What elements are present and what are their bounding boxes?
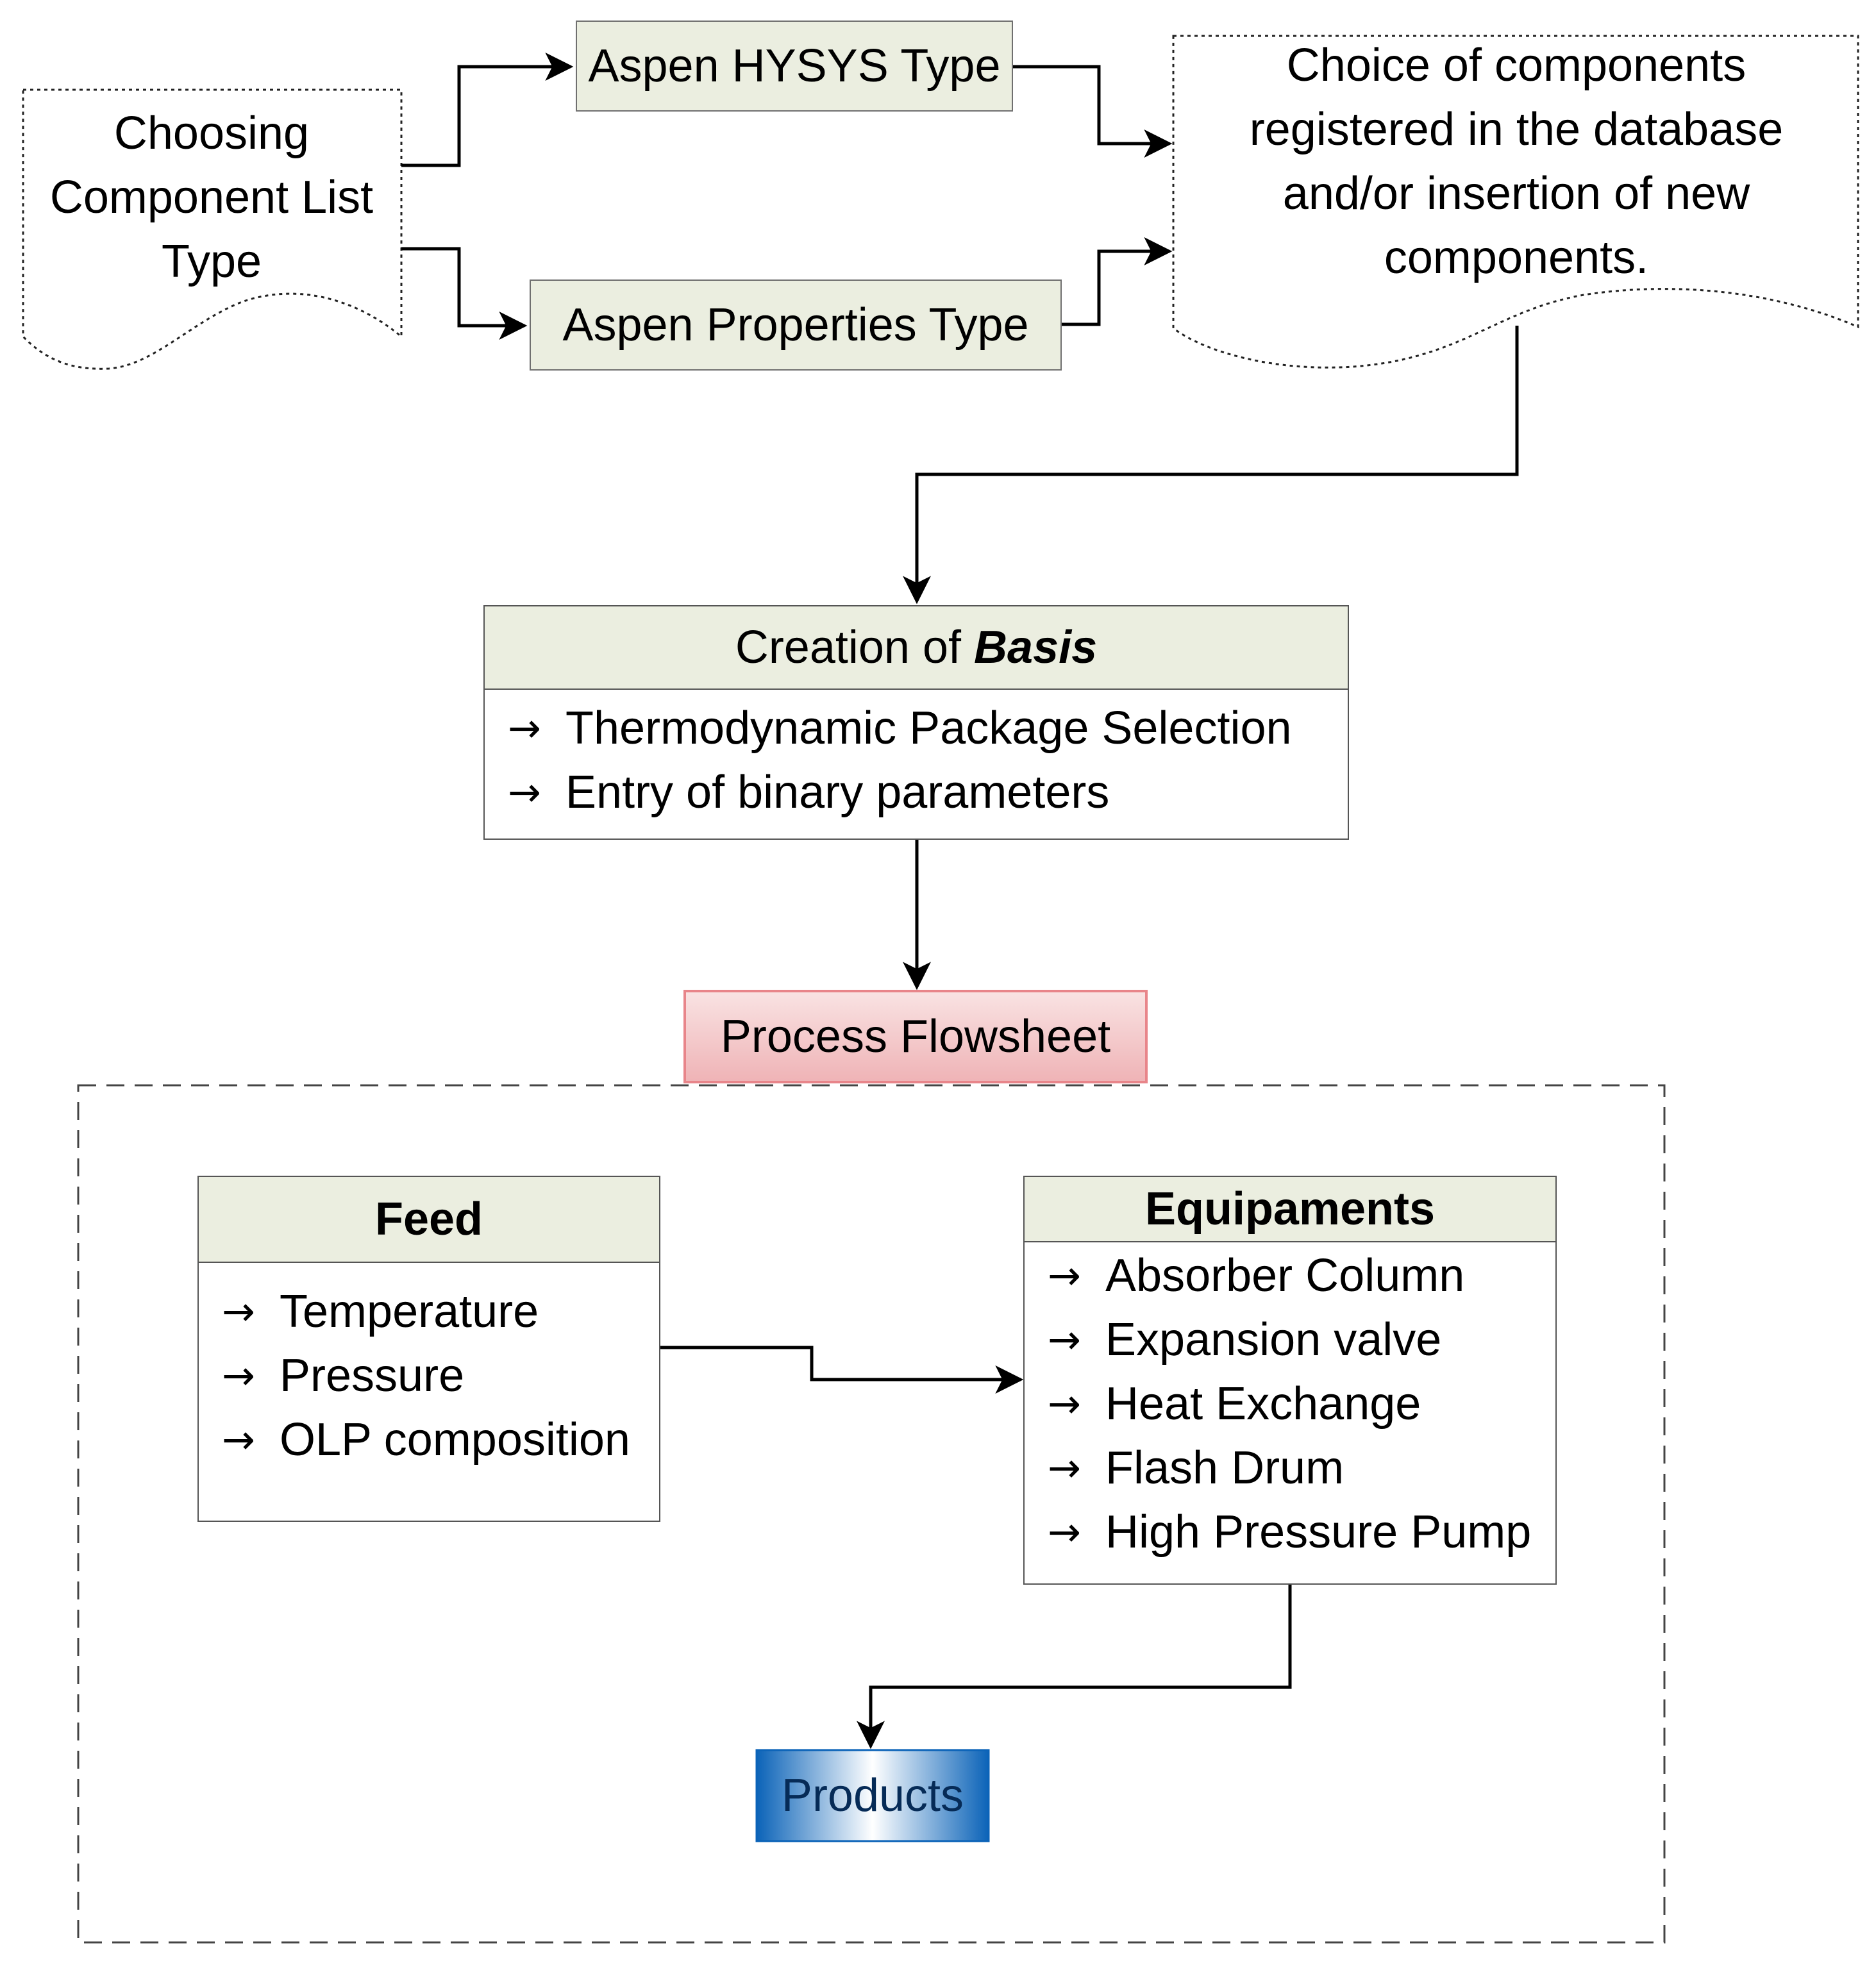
basis-title-prefix: Creation of	[735, 622, 975, 673]
feed-header: Feed	[199, 1177, 659, 1263]
feed-item: → Temperature	[222, 1280, 659, 1344]
flowsheet-container	[77, 1084, 1666, 1944]
equipment-item-label: Heat Exchange	[1105, 1378, 1421, 1430]
feed-item: → OLP composition	[222, 1408, 659, 1472]
basis-title-emphasis: Basis	[974, 622, 1098, 673]
right-arrow-icon: →	[508, 769, 541, 815]
equipment-item-label: High Pressure Pump	[1105, 1506, 1532, 1558]
feed-panel: Feed → Temperature → Pressure → OLP comp…	[197, 1176, 660, 1522]
right-arrow-icon: →	[1048, 1252, 1081, 1299]
feed-title: Feed	[374, 1194, 483, 1245]
flowsheet-box: Process Flowsheet	[685, 1005, 1146, 1069]
basis-header: Creation of Basis	[485, 606, 1348, 690]
choice-line-4: components.	[1384, 232, 1649, 283]
basis-item: → Thermodynamic Package Selection	[508, 696, 1348, 760]
right-arrow-icon: →	[508, 705, 541, 751]
equipments-header: Equipaments	[1025, 1177, 1555, 1242]
properties-type-label: Aspen Properties Type	[562, 299, 1029, 351]
equipments-panel: Equipaments → Absorber Column → Expansio…	[1023, 1176, 1557, 1585]
products-box-shape	[755, 1749, 990, 1842]
start-document: Choosing Component List Type	[26, 101, 398, 294]
equipment-item: → Absorber Column	[1048, 1244, 1555, 1308]
equipment-item: → Flash Drum	[1048, 1436, 1555, 1500]
basis-panel: Creation of Basis → Thermodynamic Packag…	[483, 605, 1349, 840]
right-arrow-icon: →	[222, 1288, 255, 1335]
connector-start-to-properties	[401, 247, 528, 340]
start-line-2: Component List	[49, 172, 374, 223]
feed-item-label: Temperature	[280, 1286, 539, 1337]
connector-properties-to-choice	[1062, 237, 1173, 326]
feed-item: → Pressure	[222, 1344, 659, 1408]
right-arrow-icon: →	[1048, 1508, 1081, 1555]
right-arrow-icon: →	[1048, 1444, 1081, 1491]
equipment-item-label: Expansion valve	[1105, 1314, 1442, 1365]
connector-hysys-to-choice	[1013, 65, 1173, 158]
equipments-items: → Absorber Column → Expansion valve → He…	[1025, 1242, 1555, 1564]
equipment-item: → Heat Exchange	[1048, 1372, 1555, 1436]
equipment-item: → Expansion valve	[1048, 1308, 1555, 1372]
connector-feed-to-equipments	[660, 1346, 1024, 1394]
connector-start-to-hysys	[401, 53, 574, 167]
start-document-shape	[22, 88, 403, 370]
basis-item: → Entry of binary parameters	[508, 760, 1348, 824]
equipments-title: Equipaments	[1144, 1183, 1436, 1235]
start-line-1: Choosing	[113, 108, 310, 159]
products-box: Products	[757, 1764, 989, 1828]
properties-type-box: Aspen Properties Type	[530, 280, 1062, 371]
choice-document-shape	[1172, 35, 1859, 369]
right-arrow-icon: →	[222, 1352, 255, 1399]
basis-items: → Thermodynamic Package Selection → Entr…	[485, 690, 1348, 824]
feed-item-label: OLP composition	[280, 1414, 630, 1465]
choice-document: Choice of components registered in the d…	[1180, 33, 1853, 290]
flowsheet-box-shape	[683, 990, 1148, 1083]
connector-equipments-to-products	[857, 1583, 1292, 1749]
right-arrow-icon: →	[1048, 1380, 1081, 1427]
equipment-item-label: Flash Drum	[1105, 1442, 1344, 1494]
feed-item-label: Pressure	[280, 1350, 465, 1401]
flowsheet-label: Process Flowsheet	[720, 1011, 1111, 1062]
choice-line-3: and/or insertion of new	[1282, 168, 1750, 219]
basis-item-label: Thermodynamic Package Selection	[565, 703, 1292, 754]
start-line-3: Type	[161, 236, 262, 287]
feed-items: → Temperature → Pressure → OLP compositi…	[199, 1263, 659, 1472]
hysys-type-label: Aspen HYSYS Type	[588, 40, 1001, 92]
basis-item-label: Entry of binary parameters	[565, 767, 1110, 818]
choice-line-1: Choice of components	[1286, 40, 1746, 91]
hysys-type-box: Aspen HYSYS Type	[576, 21, 1013, 112]
equipment-item-label: Absorber Column	[1105, 1250, 1465, 1301]
choice-line-2: registered in the database	[1249, 104, 1784, 155]
right-arrow-icon: →	[222, 1416, 255, 1463]
right-arrow-icon: →	[1048, 1316, 1081, 1363]
products-label: Products	[781, 1770, 964, 1821]
connector-choice-to-basis	[903, 326, 1519, 605]
equipment-item: → High Pressure Pump	[1048, 1500, 1555, 1564]
